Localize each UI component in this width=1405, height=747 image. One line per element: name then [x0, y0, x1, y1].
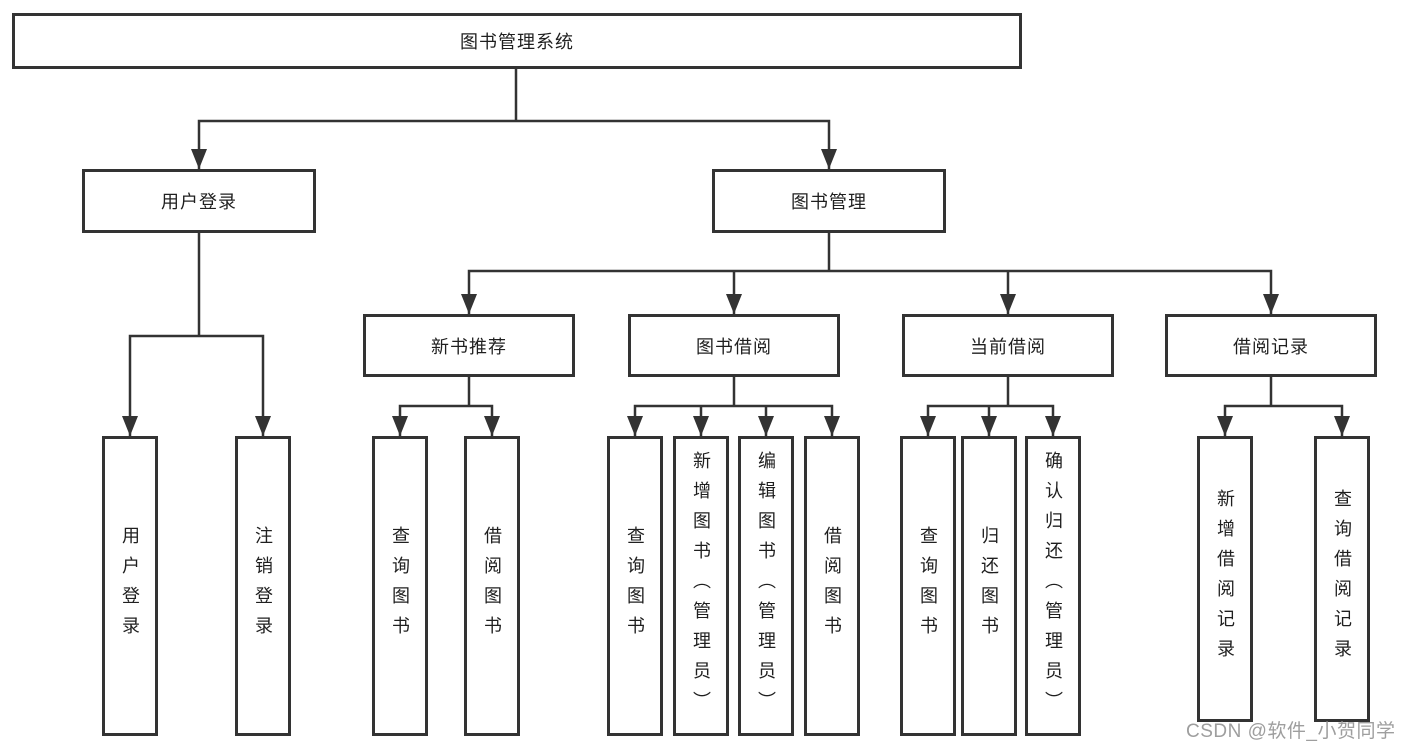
node-root: 图书管理系统	[12, 13, 1022, 69]
leaf-add-borrow-record: 新增借阅记录	[1197, 436, 1253, 722]
node-user-login: 用户登录	[82, 169, 316, 233]
node-new-book-recommend: 新书推荐	[363, 314, 575, 377]
watermark: CSDN @软件_小贺同学	[1186, 721, 1396, 742]
leaf-return-book-label: 归还图书	[979, 526, 999, 646]
leaf-query-book-newrec: 查询图书	[372, 436, 428, 736]
node-book-borrow-label: 图书借阅	[696, 336, 772, 357]
node-borrow-records-label: 借阅记录	[1233, 336, 1309, 357]
leaf-return-book: 归还图书	[961, 436, 1017, 736]
leaf-edit-book-admin-label: 编辑图书（管理员）	[756, 451, 776, 721]
leaf-borrow-book-newrec-label: 借阅图书	[482, 526, 502, 646]
leaf-edit-book-admin: 编辑图书（管理员）	[738, 436, 794, 736]
leaf-query-book-current: 查询图书	[900, 436, 956, 736]
node-new-book-recommend-label: 新书推荐	[431, 336, 507, 357]
node-current-borrow: 当前借阅	[902, 314, 1114, 377]
node-borrow-records: 借阅记录	[1165, 314, 1377, 377]
leaf-borrow-book-newrec: 借阅图书	[464, 436, 520, 736]
leaf-query-borrow-record-label: 查询借阅记录	[1332, 489, 1352, 669]
leaf-query-borrow-record: 查询借阅记录	[1314, 436, 1370, 722]
leaf-confirm-return-admin: 确认归还（管理员）	[1025, 436, 1081, 736]
leaf-query-book-newrec-label: 查询图书	[390, 526, 410, 646]
leaf-user-login-label: 用户登录	[120, 526, 140, 646]
leaf-add-book-admin-label: 新增图书（管理员）	[691, 451, 711, 721]
node-current-borrow-label: 当前借阅	[970, 336, 1046, 357]
leaf-borrow-book-borrow-label: 借阅图书	[822, 526, 842, 646]
leaf-logout-label: 注销登录	[253, 526, 273, 646]
leaf-borrow-book-borrow: 借阅图书	[804, 436, 860, 736]
leaf-query-book-current-label: 查询图书	[918, 526, 938, 646]
node-book-borrow: 图书借阅	[628, 314, 840, 377]
leaf-logout: 注销登录	[235, 436, 291, 736]
leaf-confirm-return-admin-label: 确认归还（管理员）	[1043, 451, 1063, 721]
leaf-query-book-borrow-label: 查询图书	[625, 526, 645, 646]
node-book-management: 图书管理	[712, 169, 946, 233]
leaf-query-book-borrow: 查询图书	[607, 436, 663, 736]
node-book-management-label: 图书管理	[791, 192, 867, 212]
leaf-user-login: 用户登录	[102, 436, 158, 736]
node-root-label: 图书管理系统	[460, 32, 574, 52]
leaf-add-book-admin: 新增图书（管理员）	[673, 436, 729, 736]
node-user-login-label: 用户登录	[161, 192, 237, 212]
leaf-add-borrow-record-label: 新增借阅记录	[1215, 489, 1235, 669]
